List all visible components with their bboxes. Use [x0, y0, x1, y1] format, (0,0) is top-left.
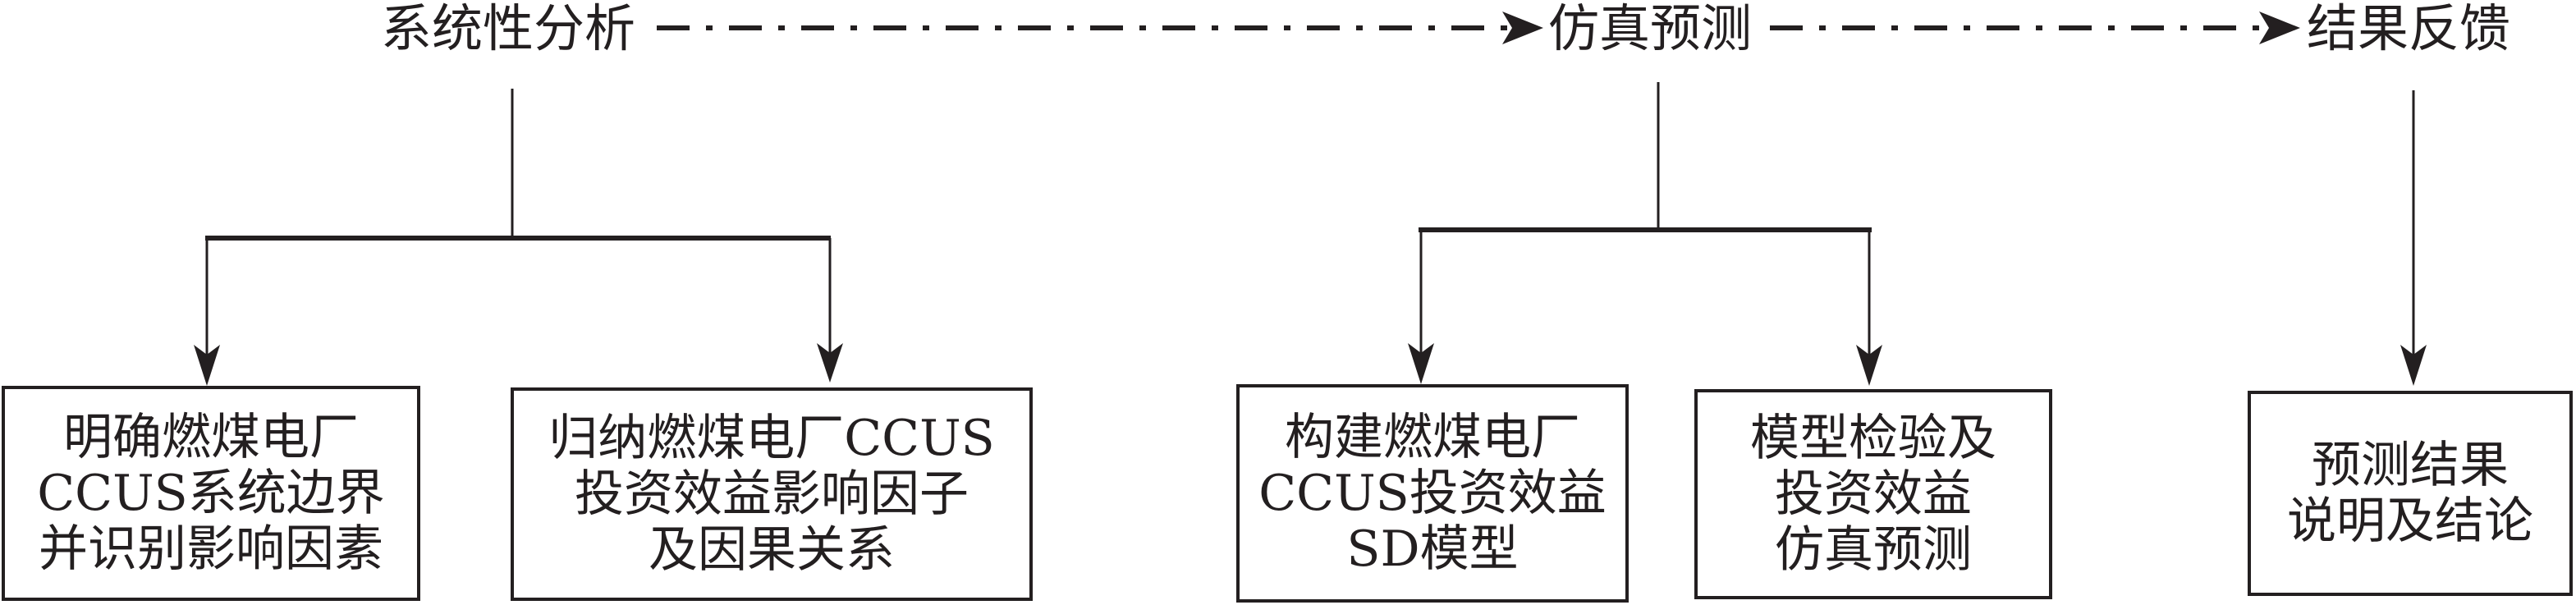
box-text-line: 说明及结论 — [2287, 493, 2533, 550]
box-text-line: CCUS投资效益 — [1258, 465, 1607, 522]
process-box-build-sd-model: 构建燃煤电厂 CCUS投资效益 SD模型 — [1236, 384, 1629, 603]
arrowhead-icon — [1408, 343, 1434, 384]
box-text-line: 构建燃煤电厂 — [1285, 409, 1580, 466]
box-text-line: SD模型 — [1346, 520, 1519, 578]
box-text-line: 投资效益 — [1775, 465, 1972, 523]
stage-label-analysis: 系统性分析 — [381, 0, 636, 58]
arrowhead-icon — [1502, 11, 1543, 44]
stage-label-simulation: 仿真预测 — [1548, 0, 1753, 58]
box-text-line: 明确燃煤电厂 — [63, 409, 359, 466]
box-text-line: 并识别影响因素 — [39, 520, 383, 578]
stage-label-feedback: 结果反馈 — [2307, 0, 2511, 58]
arrowhead-icon — [2400, 345, 2427, 386]
process-box-define-boundary: 明确燃煤电厂 CCUS系统边界 并识别影响因素 — [2, 386, 420, 601]
box-text-line: 仿真预测 — [1775, 521, 1972, 579]
box-text-line: 及因果关系 — [649, 521, 895, 579]
process-box-results-conclusion: 预测结果 说明及结论 — [2248, 391, 2573, 596]
arrowhead-icon — [194, 345, 220, 386]
process-box-induce-factors: 归纳燃煤电厂CCUS 投资效益影响因子 及因果关系 — [511, 387, 1033, 601]
arrowhead-icon — [1856, 345, 1882, 386]
box-text-line: 归纳燃煤电厂CCUS — [548, 410, 995, 467]
arrowhead-icon — [817, 343, 843, 383]
box-text-line: 预测结果 — [2312, 437, 2509, 494]
process-box-model-validation: 模型检验及 投资效益 仿真预测 — [1694, 389, 2052, 599]
box-text-line: 模型检验及 — [1750, 410, 1996, 467]
arrowhead-icon — [2259, 11, 2300, 44]
box-text-line: 投资效益影响因子 — [575, 465, 969, 523]
box-text-line: CCUS系统边界 — [37, 465, 385, 522]
